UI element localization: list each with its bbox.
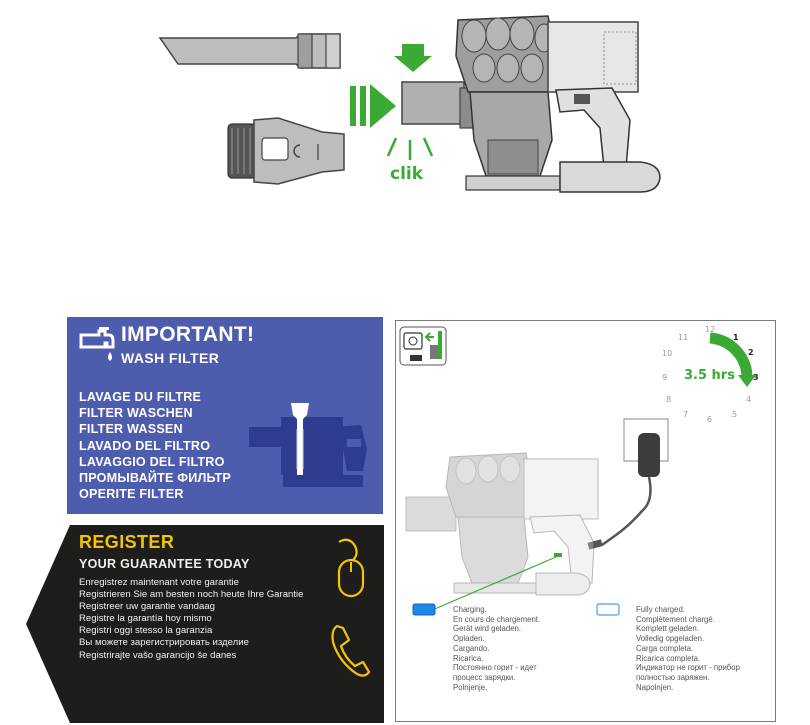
list-item: Registri oggi stesso la garanzia xyxy=(79,625,213,637)
register-background xyxy=(26,525,384,723)
charging-instructions-panel: 12 1 2 3 4 5 6 7 8 9 10 11 xyxy=(395,320,776,722)
list-item: полностью заряжен. xyxy=(636,672,710,682)
arrow-down-icon xyxy=(394,44,432,72)
callout-line xyxy=(429,556,557,612)
list-item: Registreer uw garantie vandaag xyxy=(79,601,215,613)
vacuum-attachment-diagram xyxy=(158,15,661,193)
list-item: LAVAGE DU FILTRE xyxy=(79,390,202,404)
list-item: Вы можете зарегистрировать изделие xyxy=(79,637,249,649)
list-item: Registre la garantía hoy mismo xyxy=(79,613,212,625)
svg-text:3: 3 xyxy=(753,373,759,382)
filter-removal-icon xyxy=(249,403,367,487)
svg-text:1: 1 xyxy=(733,333,739,342)
computer-mouse-icon xyxy=(337,538,365,598)
svg-text:10: 10 xyxy=(662,349,672,358)
svg-text:9: 9 xyxy=(662,373,667,382)
svg-text:6: 6 xyxy=(707,415,712,424)
vacuum-cleaner-icon xyxy=(401,15,661,193)
list-item: Enregistrez maintenant votre garantie xyxy=(79,577,239,588)
register-translations: Enregistrez maintenant votre garantie Re… xyxy=(79,577,304,662)
register-guarantee-panel: REGISTER YOUR GUARANTEE TODAY Enregistre… xyxy=(26,525,384,723)
wall-charger-icon xyxy=(587,418,669,550)
vacuum-charging-icon xyxy=(405,452,599,596)
charging-diagram: 12 1 2 3 4 5 6 7 8 9 10 11 xyxy=(399,325,759,616)
list-item: Napolnjen. xyxy=(636,682,674,692)
charging-plug-icon xyxy=(399,326,447,366)
list-item: Complètement chargé. xyxy=(636,614,715,624)
list-item: LAVADO DEL FILTRO xyxy=(79,438,211,453)
list-item: Gerät wird geladen. xyxy=(453,624,522,634)
important-title: IMPORTANT! xyxy=(121,323,255,346)
clik-label: clik xyxy=(390,164,424,184)
clock-face-icon: 12 1 2 3 4 5 6 7 8 9 10 11 xyxy=(662,325,759,424)
attachment-illustration: clik xyxy=(0,0,810,230)
list-item: Постоянно горит - идет xyxy=(453,663,537,673)
list-item: Volledig opgeladen. xyxy=(636,634,705,644)
list-item: Carga completa. xyxy=(636,643,694,653)
list-item: Ricarica. xyxy=(453,653,484,663)
svg-text:12: 12 xyxy=(705,325,715,334)
list-item: ПРОМЫВАЙТЕ ФИЛЬТР xyxy=(79,471,232,486)
charge-duration-label: 3.5 hrs xyxy=(684,368,735,383)
list-item: FILTER WASCHEN xyxy=(79,406,193,421)
svg-text:2: 2 xyxy=(748,348,754,357)
important-subtitle: WASH FILTER xyxy=(121,350,220,366)
crevice-tool-icon xyxy=(158,33,341,69)
svg-text:4: 4 xyxy=(746,395,751,404)
list-item: Registrirajte vašo garancijo še danes xyxy=(79,649,237,661)
click-lines-icon xyxy=(386,137,434,160)
tap-water-icon xyxy=(79,327,115,361)
led-on-icon xyxy=(412,603,436,616)
list-item: OPERITE FILTER xyxy=(79,487,184,502)
svg-text:5: 5 xyxy=(732,410,737,419)
important-wash-filter-panel: IMPORTANT! WASH FILTER LAVAGE DU FILTRE … xyxy=(67,317,383,514)
charging-status-list: Charging. En cours de chargement. Gerät … xyxy=(453,605,540,692)
list-item: Fully charged. xyxy=(636,605,685,614)
list-item: Индикатор не горит - прибор xyxy=(636,663,740,673)
list-item: Registrieren Sie am besten noch heute Ih… xyxy=(79,589,304,601)
phone-handset-icon xyxy=(331,624,371,677)
led-off-icon xyxy=(596,603,620,616)
list-item: Komplett geladen. xyxy=(636,624,699,634)
wash-filter-translations: LAVAGE DU FILTRE FILTER WASCHEN FILTER W… xyxy=(79,389,231,502)
list-item: Ricarica completa. xyxy=(636,653,701,663)
led-indicator-icon xyxy=(554,553,562,557)
list-item: En cours de chargement. xyxy=(453,614,541,624)
list-item: FILTER WASSEN xyxy=(79,422,183,437)
list-item: Charging. xyxy=(453,605,487,614)
brush-tool-icon xyxy=(227,117,345,185)
register-title: REGISTER xyxy=(79,532,175,552)
list-item: LAVAGGIO DEL FILTRO xyxy=(79,454,225,469)
arrow-right-icon xyxy=(350,84,396,128)
list-item: процесс зарядки. xyxy=(453,672,516,682)
list-item: Cargando. xyxy=(453,643,490,653)
register-subtitle: YOUR GUARANTEE TODAY xyxy=(79,557,250,571)
charged-status-list: Fully charged. Complètement chargé. Komp… xyxy=(636,605,740,692)
svg-text:7: 7 xyxy=(683,410,688,419)
svg-text:11: 11 xyxy=(678,333,688,342)
svg-text:8: 8 xyxy=(666,395,671,404)
list-item: Opladen. xyxy=(453,634,485,644)
list-item: Polnjenje. xyxy=(453,682,488,692)
